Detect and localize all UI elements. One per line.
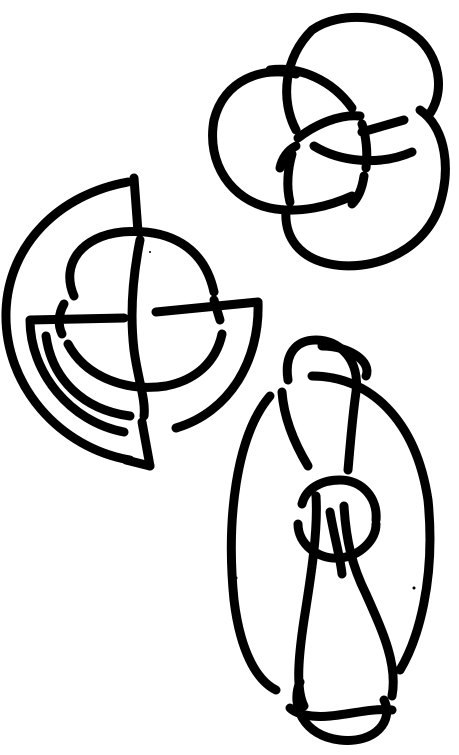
- speck-dot: [413, 587, 416, 590]
- bottom-vertical-stub: [142, 422, 150, 466]
- outer-arc-closure: [126, 460, 150, 466]
- outer-oval-left: [231, 396, 276, 690]
- speck-dot: [235, 577, 238, 580]
- elongated-loop-knot: [231, 340, 430, 740]
- inner-band-arc: [46, 336, 130, 416]
- left-loop-strand-b: [298, 116, 360, 138]
- speck-dot: [149, 251, 151, 253]
- inner-circle-bottom: [68, 334, 222, 387]
- center-strand-mid: [330, 512, 342, 574]
- top-loop-strand-d: [362, 120, 404, 132]
- circle-band-knot: [6, 178, 258, 466]
- center-strand-right: [344, 506, 393, 696]
- right-loop-strand-d: [352, 176, 364, 204]
- three-loop-knot: [213, 17, 446, 265]
- top-vertical-stub: [134, 178, 138, 232]
- top-loop-left-strand: [282, 392, 308, 466]
- left-loop-strand-c: [288, 154, 292, 202]
